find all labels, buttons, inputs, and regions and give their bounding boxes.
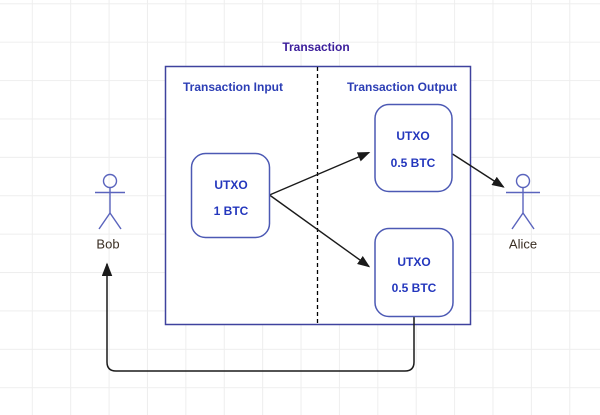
utxo-input-line1: UTXO — [214, 178, 248, 192]
alice-actor-label: Alice — [508, 236, 538, 252]
utxo-output-bottom-line1: UTXO — [397, 255, 431, 269]
transaction-input-label: Transaction Input — [182, 80, 284, 94]
alice-actor-leg-right — [522, 212, 535, 230]
utxo-box-output-top — [374, 103, 453, 193]
transaction-title: Transaction — [282, 40, 350, 54]
arrow-input-to-output-top — [269, 151, 371, 196]
utxo-output-top-line2: 0.5 BTC — [390, 156, 436, 170]
utxo-output-top-line1: UTXO — [396, 129, 430, 143]
alice-actor-leg-left — [511, 212, 524, 230]
arrow-output-top-to-alice — [452, 153, 505, 188]
alice-actor-head — [515, 173, 531, 189]
bob-actor-head — [102, 173, 118, 189]
transaction-output-label: Transaction Output — [346, 80, 458, 94]
bob-actor-label: Bob — [96, 236, 120, 252]
arrow-output-bottom-to-bob — [101, 262, 415, 372]
bob-actor-leg-right — [109, 212, 122, 230]
utxo-output-bottom-line2: 0.5 BTC — [391, 281, 437, 295]
alice-actor-figure — [506, 173, 540, 230]
bob-actor-figure — [95, 173, 125, 230]
arrow-input-to-output-bottom — [269, 194, 371, 268]
utxo-input-line2: 1 BTC — [213, 204, 249, 218]
bob-actor-leg-left — [98, 212, 111, 230]
utxo-box-input — [190, 152, 271, 239]
utxo-box-output-bottom — [374, 227, 454, 318]
